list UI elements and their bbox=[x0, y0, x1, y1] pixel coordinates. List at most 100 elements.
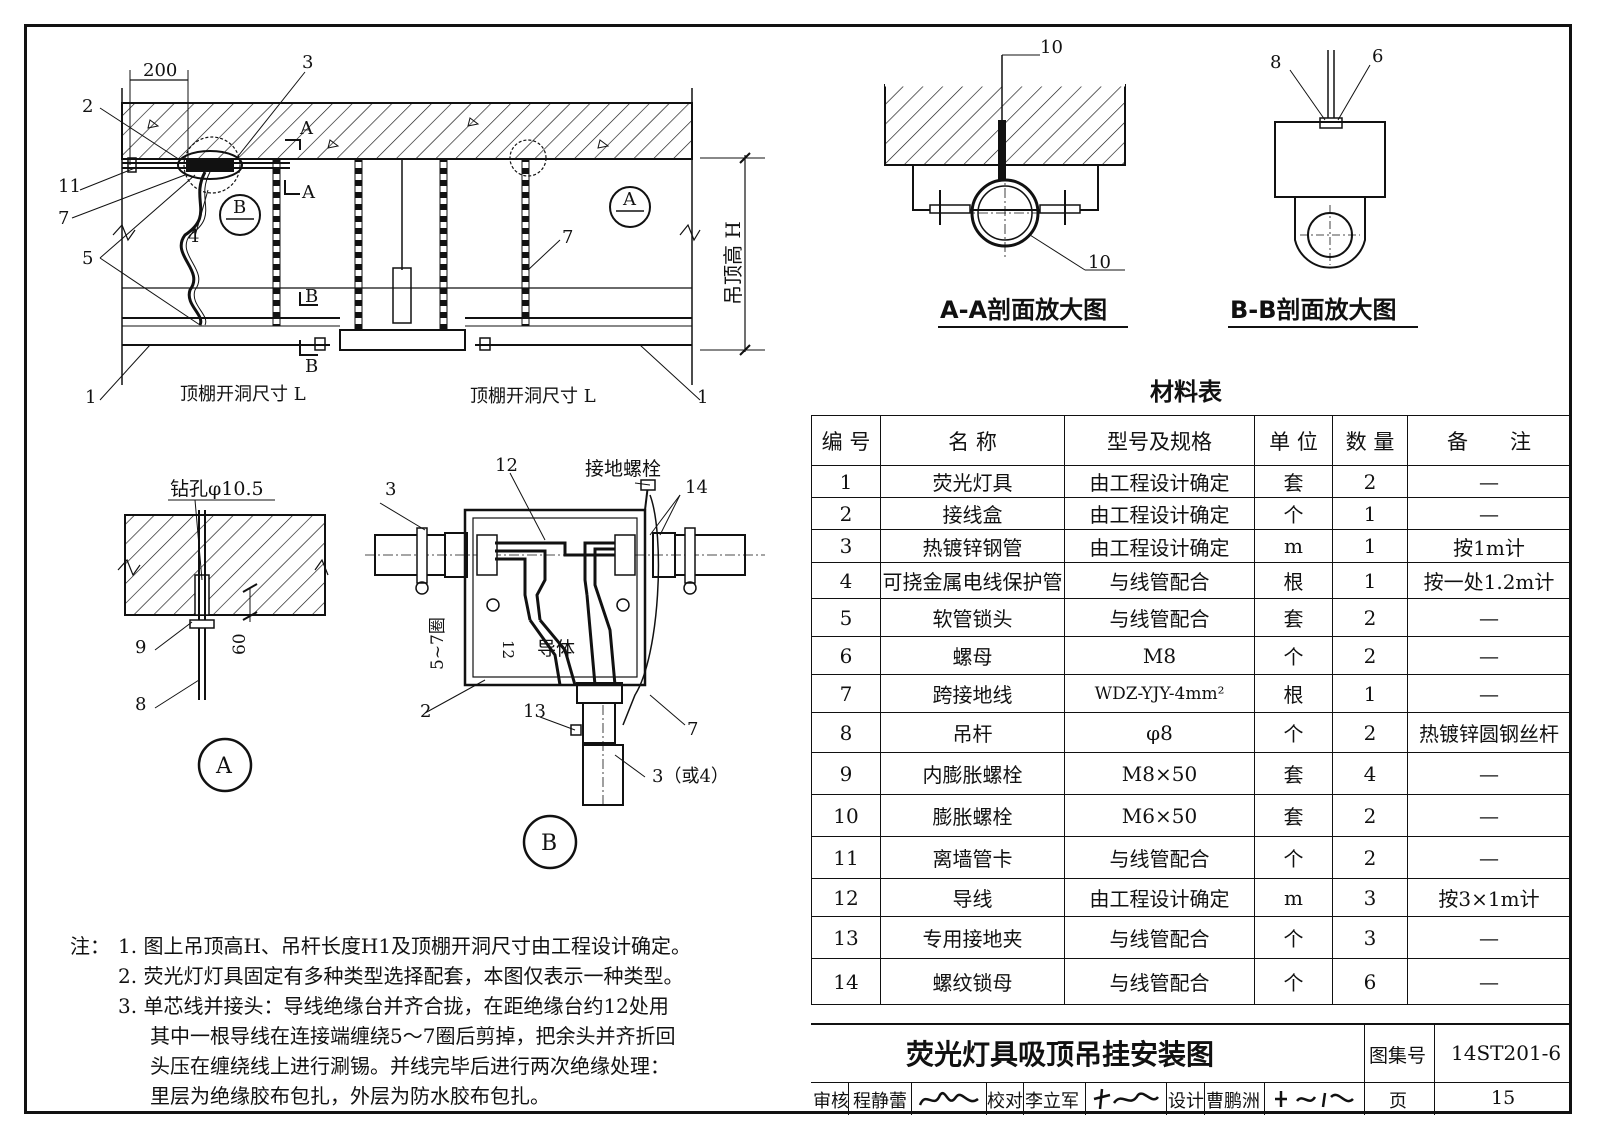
materials-cell: 6 bbox=[1332, 958, 1408, 1005]
materials-cell: 个 bbox=[1254, 712, 1333, 753]
materials-cell: M6×50 bbox=[1064, 794, 1255, 837]
callout-7b: 7 bbox=[562, 227, 573, 248]
materials-cell: 1 bbox=[811, 465, 881, 498]
materials-cell: — bbox=[1407, 794, 1571, 837]
opening-size-right: 顶棚开洞尺寸 L bbox=[470, 386, 596, 407]
materials-cell: 荧光灯具 bbox=[880, 465, 1065, 498]
bb-callout-6: 6 bbox=[1372, 46, 1383, 67]
drawing-title: 荧光灯具吸顶吊挂安装图 bbox=[906, 1038, 1215, 1071]
section-aa-view: 10 10 bbox=[884, 34, 1126, 273]
materials-cell: 个 bbox=[1254, 636, 1333, 675]
section-aa-title: A-A剖面放大图 bbox=[940, 296, 1108, 324]
materials-cell: 2 bbox=[1332, 794, 1408, 837]
callout-2: 2 bbox=[82, 96, 93, 117]
design-label: 设计 bbox=[1168, 1091, 1204, 1112]
main-installation-view: A A B B B A 200 吊顶高 H 2 3 11 7 4 5 7 1 1… bbox=[58, 52, 765, 408]
materials-cell: 2 bbox=[811, 497, 881, 530]
materials-cell: 6 bbox=[811, 636, 881, 675]
page-number: 15 bbox=[1491, 1087, 1516, 1109]
callout-11: 11 bbox=[58, 176, 81, 197]
materials-cell: 个 bbox=[1254, 836, 1333, 879]
title-block: 荧光灯具吸顶吊挂安装图 图集号 14ST201-6 审核 程静蕾 校对 李立军 … bbox=[811, 1023, 1570, 1115]
materials-cell: 2 bbox=[1332, 465, 1408, 498]
materials-cell: 与线管配合 bbox=[1064, 598, 1255, 637]
review-label: 审核 bbox=[813, 1091, 849, 1112]
aa-callout-10-bottom: 10 bbox=[1088, 252, 1111, 273]
materials-cell: 2 bbox=[1332, 712, 1408, 753]
materials-cell: 按3×1m计 bbox=[1407, 878, 1571, 917]
materials-cell: 11 bbox=[811, 836, 881, 879]
detail-b-ground-bolt: 接地螺栓 bbox=[585, 458, 661, 480]
materials-cell: m bbox=[1254, 878, 1333, 917]
materials-header-cell: 备 注 bbox=[1407, 415, 1571, 466]
materials-cell: 吊杆 bbox=[880, 712, 1065, 753]
materials-cell: 2 bbox=[1332, 598, 1408, 637]
materials-cell: — bbox=[1407, 674, 1571, 713]
section-mark-a: A bbox=[299, 118, 314, 139]
concrete-slab bbox=[121, 102, 693, 160]
materials-cell: — bbox=[1407, 465, 1571, 498]
materials-header-cell: 编 号 bbox=[811, 415, 881, 466]
materials-cell: 13 bbox=[811, 916, 881, 959]
materials-cell: 与线管配合 bbox=[1064, 916, 1255, 959]
ceiling-height-label: 吊顶高 H bbox=[721, 221, 745, 305]
materials-cell: 3 bbox=[811, 529, 881, 563]
detail-a-view: 60 钻孔φ10.5 9 8 A bbox=[117, 478, 329, 793]
svg-text:A: A bbox=[301, 182, 316, 203]
note-line-2: 2. 荧光灯灯具固定有多种类型选择配套，本图仅表示一种类型。 bbox=[118, 964, 684, 988]
materials-cell: 内膨胀螺栓 bbox=[880, 752, 1065, 795]
detail-ref-a: A bbox=[622, 189, 637, 210]
detail-b-callout-12: 12 bbox=[495, 455, 518, 476]
bb-callout-8: 8 bbox=[1270, 52, 1281, 73]
materials-cell: 螺母 bbox=[880, 636, 1065, 675]
materials-cell: 螺纹锁母 bbox=[880, 958, 1065, 1005]
materials-cell: 按一处1.2m计 bbox=[1407, 562, 1571, 599]
detail-b-callout-2: 2 bbox=[420, 701, 431, 722]
reviewer-signature bbox=[918, 1092, 979, 1106]
callout-7: 7 bbox=[58, 208, 69, 229]
materials-cell: 接线盒 bbox=[880, 497, 1065, 530]
materials-cell: 与线管配合 bbox=[1064, 958, 1255, 1005]
materials-cell: 4 bbox=[811, 562, 881, 599]
materials-cell: 2 bbox=[1332, 836, 1408, 879]
materials-cell: 软管锁头 bbox=[880, 598, 1065, 637]
opening-size-left: 顶棚开洞尺寸 L bbox=[180, 384, 306, 405]
detail-a-callout-9: 9 bbox=[135, 637, 146, 658]
drawing-frame bbox=[24, 24, 1572, 1114]
detail-b-conductor: 导体 bbox=[537, 638, 575, 660]
detail-a-drill: 钻孔φ10.5 bbox=[170, 478, 264, 500]
section-bb-title: B-B剖面放大图 bbox=[1230, 296, 1397, 324]
note-line-1: 1. 图上吊顶高H、吊杆长度H1及顶棚开洞尺寸由工程设计确定。 bbox=[118, 934, 692, 958]
materials-cell: 个 bbox=[1254, 497, 1333, 530]
note-line-6: 里层为绝缘胶布包扎，外层为防水胶布包扎。 bbox=[150, 1084, 550, 1108]
materials-cell: 套 bbox=[1254, 752, 1333, 795]
materials-cell: 1 bbox=[1332, 674, 1408, 713]
materials-cell: — bbox=[1407, 497, 1571, 530]
materials-cell: M8 bbox=[1064, 636, 1255, 675]
page-label: 页 bbox=[1389, 1091, 1407, 1112]
materials-cell: 1 bbox=[1332, 562, 1408, 599]
detail-b-view: 12 接地螺栓 14 3 5~7圈 12 导体 2 13 7 3（或4） B bbox=[365, 455, 765, 870]
materials-cell: 热镀锌圆钢丝杆 bbox=[1407, 712, 1571, 753]
materials-cell: 个 bbox=[1254, 958, 1333, 1005]
section-mark-b: B bbox=[305, 286, 318, 307]
materials-cell: 14 bbox=[811, 958, 881, 1005]
materials-title: 材料表 bbox=[1150, 378, 1222, 406]
materials-cell: — bbox=[1407, 598, 1571, 637]
callout-1-right: 1 bbox=[697, 387, 708, 408]
materials-cell: 10 bbox=[811, 794, 881, 837]
materials-cell: — bbox=[1407, 958, 1571, 1005]
materials-cell: 由工程设计确定 bbox=[1064, 529, 1255, 563]
detail-b-dim-12: 12 bbox=[499, 640, 517, 659]
